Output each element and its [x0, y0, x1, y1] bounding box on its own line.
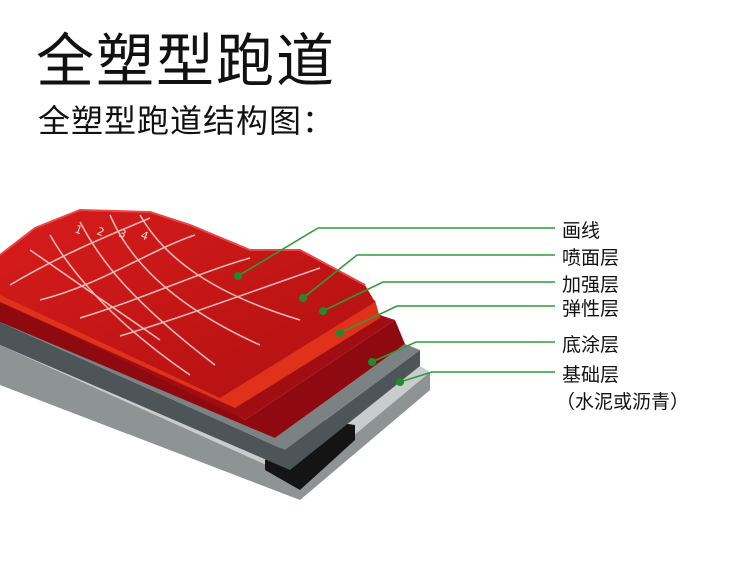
layer-label-spray: 喷面层 [562, 247, 620, 269]
diagram-subtitle: 全塑型跑道结构图： [38, 102, 336, 140]
dot-elastic [336, 329, 344, 337]
leader-line-primer [371, 341, 555, 363]
dot-markings [234, 272, 242, 280]
dot-primer [368, 358, 376, 366]
dot-base [396, 378, 404, 386]
leader-line-reinforcement [322, 281, 555, 312]
leader-line-spray [302, 254, 555, 299]
layer-label-base: 基础层 [562, 364, 620, 386]
lane-numbers: 1 2 3 4 [73, 223, 150, 244]
lane-number: 2 [95, 225, 106, 240]
lane-number: 3 [117, 227, 128, 242]
layer-elastic [0, 285, 405, 438]
layer-primer [0, 310, 420, 470]
layer-reinforcement [0, 290, 380, 408]
lane-lines [9, 214, 321, 376]
leader-dots [234, 272, 404, 386]
leader-line-elastic [339, 305, 555, 334]
layer-label-reinforcement: 加强层 [562, 274, 620, 296]
dot-reinforcement [319, 307, 327, 315]
layer-label-primer: 底涂层 [562, 334, 620, 356]
layer-label-markings: 画线 [562, 220, 601, 242]
layer-label-elastic: 弹性层 [562, 298, 620, 320]
dot-spray [299, 294, 307, 302]
layer-base-edge [265, 420, 355, 490]
lane-number: 4 [139, 229, 150, 244]
leader-line-base [399, 371, 555, 383]
lane-number: 1 [73, 223, 84, 238]
leader-lines [237, 227, 555, 383]
page-title: 全塑型跑道 [36, 27, 337, 95]
leader-line-markings [237, 227, 555, 277]
foundation-note: （水泥或沥青） [556, 391, 690, 413]
